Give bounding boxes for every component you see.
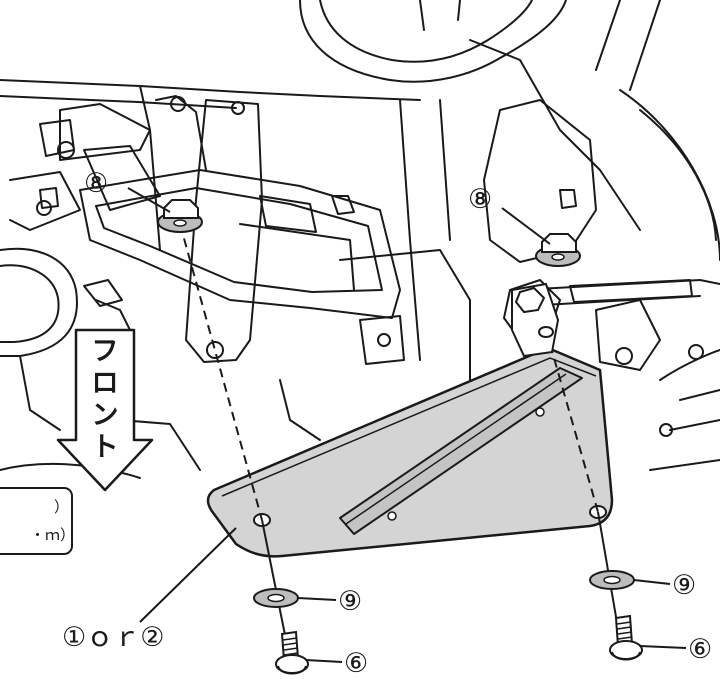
front-direction-arrow: フ ロ ン ト: [56, 328, 154, 492]
callout-bolt-right: ⑥: [688, 634, 712, 665]
right-mount-bracket: [511, 282, 560, 358]
bolt-right: [609, 614, 643, 661]
torque-line-2: ・ｍ）: [30, 526, 75, 544]
front-arrow-char-2: ロ: [92, 368, 119, 399]
front-arrow-char-4: ト: [92, 432, 119, 463]
nut-left: [157, 199, 203, 233]
front-arrow-char-1: フ: [92, 336, 119, 367]
torque-line-1: ）: [54, 498, 69, 516]
callout-part: ①ｏｒ②: [62, 622, 164, 653]
callout-bolt-left: ⑥: [344, 648, 368, 679]
skid-plate: [206, 346, 614, 558]
callout-nut-right: ⑧: [468, 184, 492, 215]
nut-right: [535, 233, 581, 267]
torque-spec-box: ） ・ｍ）: [0, 487, 75, 555]
washer-left: [253, 588, 299, 608]
callout-washer-right: ⑨: [672, 570, 696, 601]
callout-washer-left: ⑨: [338, 586, 362, 617]
bolt-left: [275, 630, 309, 675]
leader-lines: [127, 187, 687, 663]
front-arrow-char-3: ン: [92, 400, 119, 431]
washer-right: [589, 570, 635, 590]
callout-nut-left: ⑧: [84, 168, 108, 199]
vehicle-underbody: [0, 0, 720, 479]
